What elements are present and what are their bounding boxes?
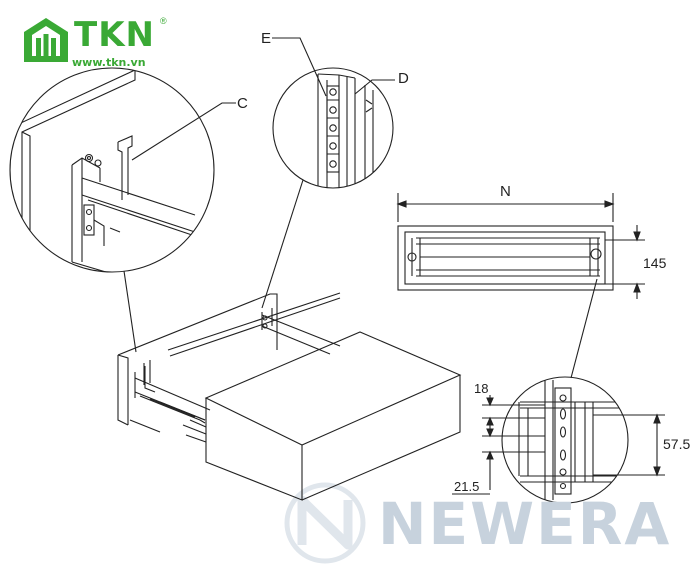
newera-watermark-icon xyxy=(284,482,366,564)
leader-c xyxy=(123,270,137,353)
label-c: C xyxy=(237,95,248,112)
leader-c-label xyxy=(131,102,236,161)
tkn-logo: TKN ® www.tkn.vn xyxy=(22,12,172,74)
detail-b-circle xyxy=(501,376,629,504)
dim-145: 145 xyxy=(643,255,667,271)
detail-ed-circle xyxy=(272,67,394,189)
dim-21-5: 21.5 xyxy=(454,479,479,494)
label-d: D xyxy=(398,70,409,87)
logo-brand-text: TKN xyxy=(74,15,155,55)
tkn-house-icon xyxy=(24,18,68,62)
detail-b-dimensions xyxy=(452,395,665,495)
detail-c-circle xyxy=(9,67,215,273)
logo-website: www.tkn.vn xyxy=(72,56,146,69)
leader-ed xyxy=(261,179,304,309)
label-n: N xyxy=(500,183,511,200)
leader-e xyxy=(272,37,327,97)
dim-57-5: 57.5 xyxy=(663,436,690,452)
newera-watermark-text: NEWERA xyxy=(378,490,672,558)
dim-18: 18 xyxy=(474,381,488,396)
leader-b xyxy=(570,278,598,379)
label-e: E xyxy=(261,30,271,47)
main-drawer-isometric xyxy=(117,292,462,501)
logo-registered-mark: ® xyxy=(160,16,167,26)
leader-d xyxy=(354,79,395,95)
top-view-drawer xyxy=(396,193,645,299)
